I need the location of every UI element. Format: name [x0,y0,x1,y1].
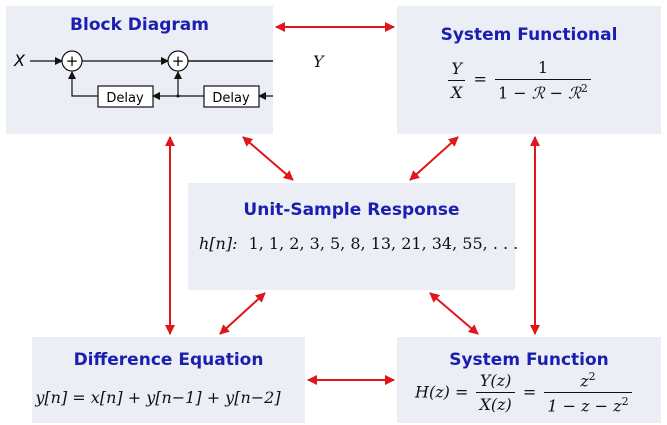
block-diagram-title: Block Diagram [70,15,209,35]
sf-mid-num: Y(z) [479,371,512,391]
rhs-num: 1 [537,58,549,77]
output-label: Y [313,52,324,71]
lhs-fraction: Y X [448,58,466,102]
sf-mid-fraction: Y(z) X(z) [476,371,515,414]
sf-rhs-den: 1 − z − z2 [544,392,632,416]
sf-rhs-num: z2 [580,370,596,391]
unit-sample-sequence: 1, 1, 2, 3, 5, 8, 13, 21, 34, 55, . . . [248,234,519,253]
block-diagram-panel: Block Diagram X + + Delay Delay [6,6,273,134]
wire-delay1-adder1 [68,71,98,97]
sf-lhs: H(z) = [415,382,469,402]
unit-sample-panel: Unit-Sample Response h[n]: 1, 1, 2, 3, 5… [188,183,518,290]
rhs-den: 1 − ℛ − ℛ2 [494,79,591,102]
arrow-block-unitsample [242,136,294,181]
lhs-num: Y [451,58,462,78]
system-function-panel: System Function H(z) = Y(z) X(z) = z2 1 … [397,337,661,423]
delay-1-label: Delay [106,91,144,106]
equals-sign: = [473,69,487,89]
adder-2-symbol: + [172,52,185,70]
difference-equation: y[n] = x[n] + y[n−1] + y[n−2] [35,388,281,407]
sf-rhs-fraction: z2 1 − z − z2 [544,370,632,416]
rhs-fraction: 1 1 − ℛ − ℛ2 [494,58,591,102]
system-functional-equation: Y X = 1 1 − ℛ − ℛ2 [445,58,594,102]
sf-equals: = [522,382,537,402]
unit-sample-label: h[n]: [199,234,238,253]
unit-sample-equation: h[n]: 1, 1, 2, 3, 5, 8, 13, 21, 34, 55, … [199,234,518,253]
input-label: X [13,51,26,70]
unit-sample-title: Unit-Sample Response [243,200,460,220]
delay-2-label: Delay [212,91,250,106]
block-diagram-figure: X + + Delay Delay [13,50,273,108]
arrow-unitsample-difference [219,292,266,335]
feedback-right-wire [258,92,273,100]
adder-1-symbol: + [66,52,79,70]
difference-equation-title: Difference Equation [73,350,264,370]
lhs-den: X [448,79,466,102]
tap-dot [176,94,180,98]
difference-equation-panel: Difference Equation y[n] = x[n] + y[n−1]… [32,337,305,423]
sf-mid-den: X(z) [476,392,515,414]
arrow-unitsample-function [429,292,479,335]
arrow-functional-unitsample [409,136,459,181]
system-function-equation: H(z) = Y(z) X(z) = z2 1 − z − z2 [415,370,635,416]
system-functional-title: System Functional [440,25,618,45]
system-function-title: System Function [449,350,609,370]
system-functional-panel: System Functional Y X = 1 1 − ℛ − ℛ2 [397,6,661,134]
